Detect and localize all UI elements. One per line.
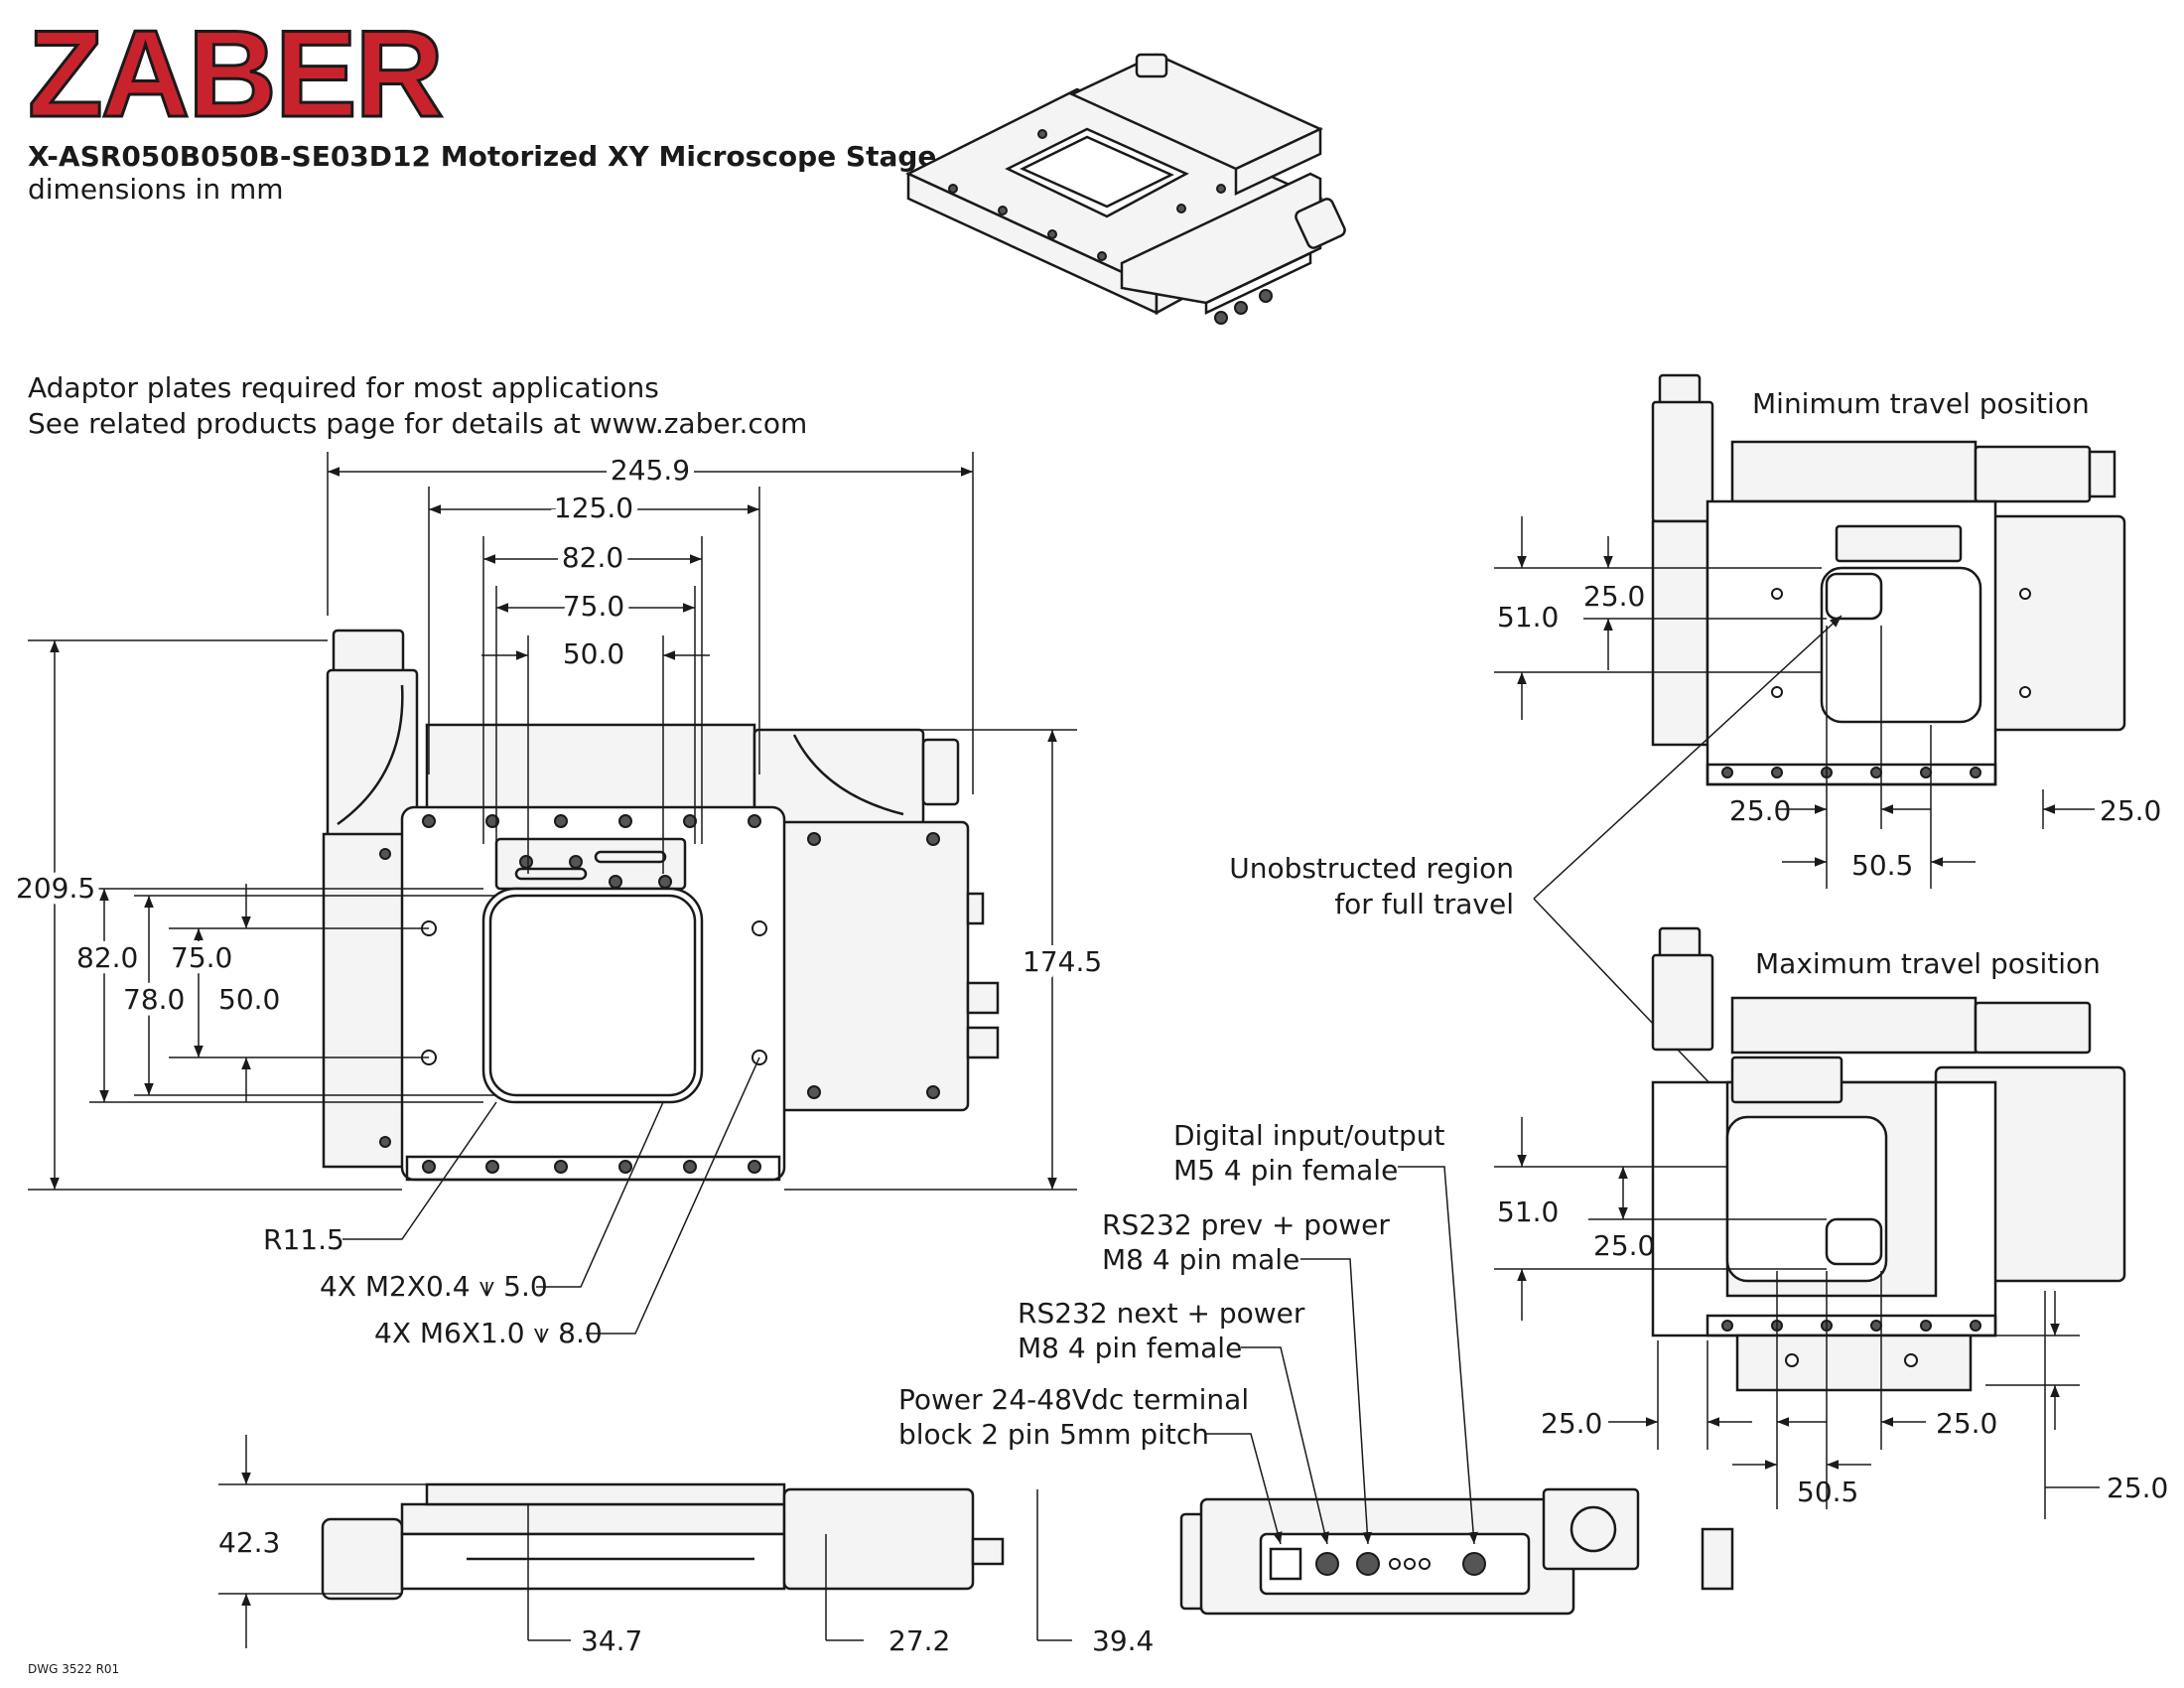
max-dim-50-5: 50.5 [1797,1476,1858,1508]
dim-overall-width: 245.9 [611,454,690,487]
power-label-line2: block 2 pin 5mm pitch [898,1418,1209,1451]
max-travel-view [1651,926,2126,1392]
max-travel-dimensions [1494,1117,2100,1519]
callout-m2-holes: 4X M2X0.4 ⩛ 5.0 [320,1270,548,1303]
callout-m6-holes: 4X M6X1.0 ⩛ 8.0 [374,1317,603,1349]
isometric-product-illustration [905,53,1346,325]
max-dim-h25-right: 25.0 [1936,1407,1997,1440]
side-view-dimensions [218,1435,1072,1648]
side-dim-39-4: 39.4 [1092,1624,1154,1657]
dio-label-line1: Digital input/output [1173,1119,1445,1152]
dim-base-height: 174.5 [1023,945,1102,978]
min-travel-label: Minimum travel position [1752,387,2090,420]
min-dim-h25-right: 25.0 [2100,794,2161,827]
dim-plate-hole-span: 125.0 [554,492,633,524]
rs232-next-label-line2: M8 4 pin female [1018,1332,1242,1364]
dim-v-75: 75.0 [171,941,232,974]
side-view [321,1482,1005,1601]
side-dim-height: 42.3 [218,1526,280,1559]
min-travel-dimension-labels: 51.0 25.0 25.0 25.0 50.5 [1497,580,2161,882]
max-dim-25: 25.0 [1593,1229,1655,1262]
dim-v-50: 50.0 [218,983,280,1016]
power-label-line1: Power 24-48Vdc terminal [898,1383,1249,1416]
side-dim-34-7: 34.7 [581,1624,642,1657]
side-view-dimension-labels: 42.3 34.7 27.2 39.4 [218,1526,1154,1657]
note-adaptor-plates: Adaptor plates required for most applica… [28,371,659,404]
dim-span-75: 75.0 [563,590,624,623]
drawing-subtitle: dimensions in mm [28,173,284,206]
connector-callouts: Digital input/output M5 4 pin female RS2… [898,1119,1478,1545]
max-travel-label: Maximum travel position [1755,947,2101,980]
min-dim-h25-left: 25.0 [1729,794,1791,827]
unobstructed-label-line1: Unobstructed region [1229,852,1514,885]
dim-v-78: 78.0 [123,983,185,1016]
top-view-dimension-labels: 245.9 125.0 82.0 75.0 50.0 209.5 174.5 8… [10,448,1108,1022]
zaber-logo: ZABER [28,6,442,143]
unobstructed-label-line2: for full travel [1334,888,1514,920]
dim-overall-height: 209.5 [16,872,95,905]
side-dim-27-2: 27.2 [888,1624,950,1657]
min-travel-view [1651,373,2126,786]
max-dim-51: 51.0 [1497,1196,1559,1228]
drawing-number: DWG 3522 R01 [28,1662,119,1676]
rs232-prev-label-line2: M8 4 pin male [1102,1243,1299,1276]
top-view [322,629,1000,1182]
drawing-title: X-ASR050B050B-SE03D12 Motorized XY Micro… [28,140,936,173]
max-travel-dimension-labels: 51.0 25.0 25.0 25.0 25.0 50.5 [1497,1196,2168,1508]
connector-end-view [1179,1487,1734,1616]
max-dim-h25-far: 25.0 [2107,1472,2168,1504]
dim-span-82: 82.0 [562,541,623,574]
min-dim-51: 51.0 [1497,601,1559,633]
note-related-products: See related products page for details at… [28,407,807,440]
dim-v-82: 82.0 [76,941,138,974]
unobstructed-leader-min [1533,615,1843,900]
max-dim-h25-left: 25.0 [1541,1407,1602,1440]
min-dim-25: 25.0 [1583,580,1645,613]
min-dim-50-5: 50.5 [1851,849,1913,882]
dio-label-line2: M5 4 pin female [1173,1154,1398,1187]
top-view-callouts: R11.5 4X M2X0.4 ⩛ 5.0 4X M6X1.0 ⩛ 8.0 [263,1056,760,1349]
top-view-dimensions [28,452,1077,1191]
dim-span-50: 50.0 [563,637,624,670]
rs232-next-label-line1: RS232 next + power [1018,1297,1305,1330]
min-travel-dimensions [1494,516,2095,889]
rs232-prev-label-line1: RS232 prev + power [1102,1208,1390,1241]
callout-radius: R11.5 [263,1223,344,1256]
